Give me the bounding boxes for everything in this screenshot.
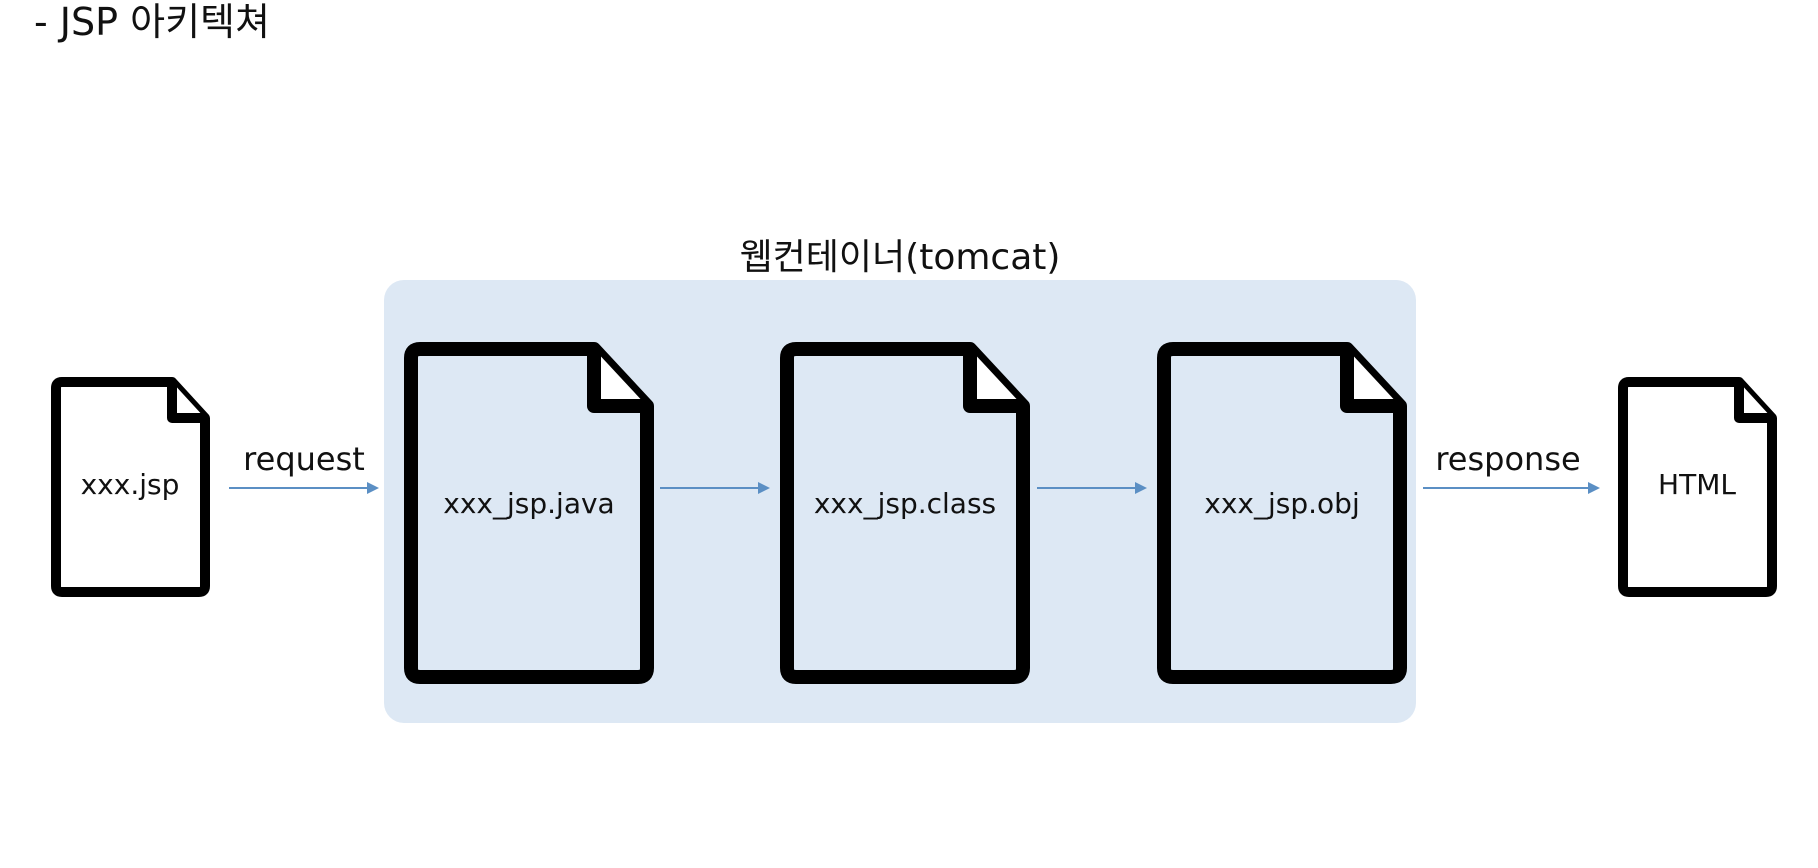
doc-label-xxx-jsp-java: xxx_jsp.java <box>443 487 615 520</box>
doc-label-html: HTML <box>1658 468 1736 501</box>
arrow-response <box>1423 482 1600 494</box>
doc-html: HTML <box>1615 376 1779 598</box>
doc-label-xxx-jsp-obj: xxx_jsp.obj <box>1204 487 1360 520</box>
arrow-request <box>229 482 379 494</box>
web-container-label: 웹컨테이너(tomcat) <box>739 237 1061 278</box>
doc-label-xxx-jsp: xxx.jsp <box>80 468 180 501</box>
arrow-class-to-obj <box>1037 482 1147 494</box>
doc-xxx-jsp-java: xxx_jsp.java <box>402 342 656 684</box>
arrow-label-request: request <box>243 440 365 478</box>
page-title: - JSP 아키텍쳐 <box>34 0 270 44</box>
doc-xxx-jsp-class: xxx_jsp.class <box>778 342 1032 684</box>
doc-xxx-jsp: xxx.jsp <box>48 376 212 598</box>
arrow-java-to-class <box>660 482 770 494</box>
doc-label-xxx-jsp-class: xxx_jsp.class <box>813 487 997 520</box>
arrow-label-response: response <box>1435 440 1581 478</box>
doc-xxx-jsp-obj: xxx_jsp.obj <box>1155 342 1409 684</box>
